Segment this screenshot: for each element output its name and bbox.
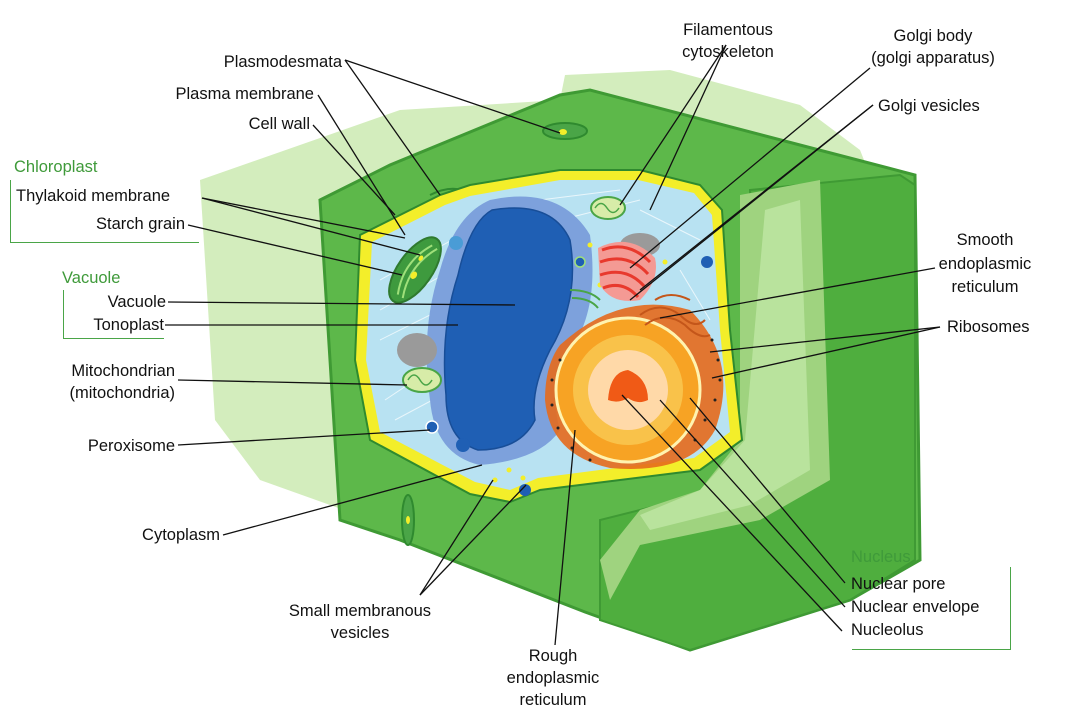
nucleus-group-bracket	[852, 567, 1011, 650]
mitochondrion-top	[590, 196, 626, 220]
label-smooth-er-2: endoplasmic	[938, 255, 1032, 273]
small-body-blue-2	[456, 438, 470, 452]
label-smooth-er-1: Smooth	[956, 231, 1014, 249]
label-golgi-body-2: (golgi apparatus)	[871, 49, 995, 67]
nucleolus	[608, 370, 648, 403]
label-peroxisome: Peroxisome	[87, 437, 175, 455]
cytoskeleton-green-strands	[569, 289, 601, 309]
chloroplast-group-bracket	[10, 180, 199, 243]
label-starch-grain: Starch grain	[96, 215, 185, 233]
label-mitochondria: (mitochondria)	[69, 384, 175, 402]
label-cell-wall: Cell wall	[248, 115, 310, 133]
mitochondrion-top-cristae	[594, 202, 620, 214]
label-vacuole-heading: Vacuole	[62, 269, 121, 287]
small-body-blue-3	[519, 484, 531, 496]
mitochondrion-left-cristae	[407, 374, 433, 386]
label-filamentous-2: cytoskeleton	[682, 43, 774, 61]
label-rough-er-1: Rough	[528, 647, 578, 665]
label-nuclear-envelope: Nuclear envelope	[851, 598, 980, 616]
label-rough-er-3: reticulum	[519, 691, 587, 709]
label-vacuole: Vacuole	[107, 293, 166, 311]
leader-lines	[165, 44, 941, 646]
label-filamentous-1: Filamentous	[683, 21, 773, 39]
label-mitochondrian: Mitochondrian	[71, 362, 175, 380]
mitochondrion-left	[402, 367, 442, 393]
grey-body-left	[397, 333, 437, 367]
small-body-blue-1	[449, 236, 463, 250]
ribosomes	[550, 338, 722, 462]
label-rough-er-2: endoplasmic	[506, 669, 600, 687]
small-body-blue-4	[574, 256, 586, 268]
label-chloroplast-heading: Chloroplast	[14, 158, 98, 176]
label-smooth-er-3: reticulum	[951, 278, 1019, 296]
label-golgi-vesicles: Golgi vesicles	[878, 97, 980, 115]
plasmodesmata-pore-top-center	[559, 129, 567, 135]
plasmodesmata-pore-left-center	[406, 516, 410, 524]
label-nuclear-pore: Nuclear pore	[851, 575, 946, 593]
label-tonoplast: Tonoplast	[93, 316, 164, 334]
peroxisome	[425, 420, 439, 434]
vacuole-group-bracket	[63, 290, 164, 339]
golgi-body	[598, 241, 656, 301]
label-plasma-membrane: Plasma membrane	[175, 85, 314, 103]
label-thylakoid-membrane: Thylakoid membrane	[16, 187, 171, 205]
label-cytoplasm: Cytoplasm	[142, 526, 220, 544]
vacuole	[443, 207, 574, 451]
nucleus	[545, 304, 724, 469]
label-small-vesicles-1: Small membranous	[288, 602, 432, 620]
label-golgi-body-1: Golgi body	[893, 27, 973, 45]
label-ribosomes: Ribosomes	[947, 318, 1030, 336]
label-nucleus-heading: Nucleus	[851, 548, 911, 566]
chloroplast	[388, 236, 442, 304]
cell-wall-cut-inner	[640, 200, 810, 530]
label-nucleolus: Nucleolus	[851, 621, 924, 639]
small-body-blue-5	[701, 256, 713, 268]
small-vesicles	[492, 242, 668, 483]
label-small-vesicles-2: vesicles	[330, 624, 390, 642]
label-plasmodesmata: Plasmodesmata	[223, 53, 342, 71]
